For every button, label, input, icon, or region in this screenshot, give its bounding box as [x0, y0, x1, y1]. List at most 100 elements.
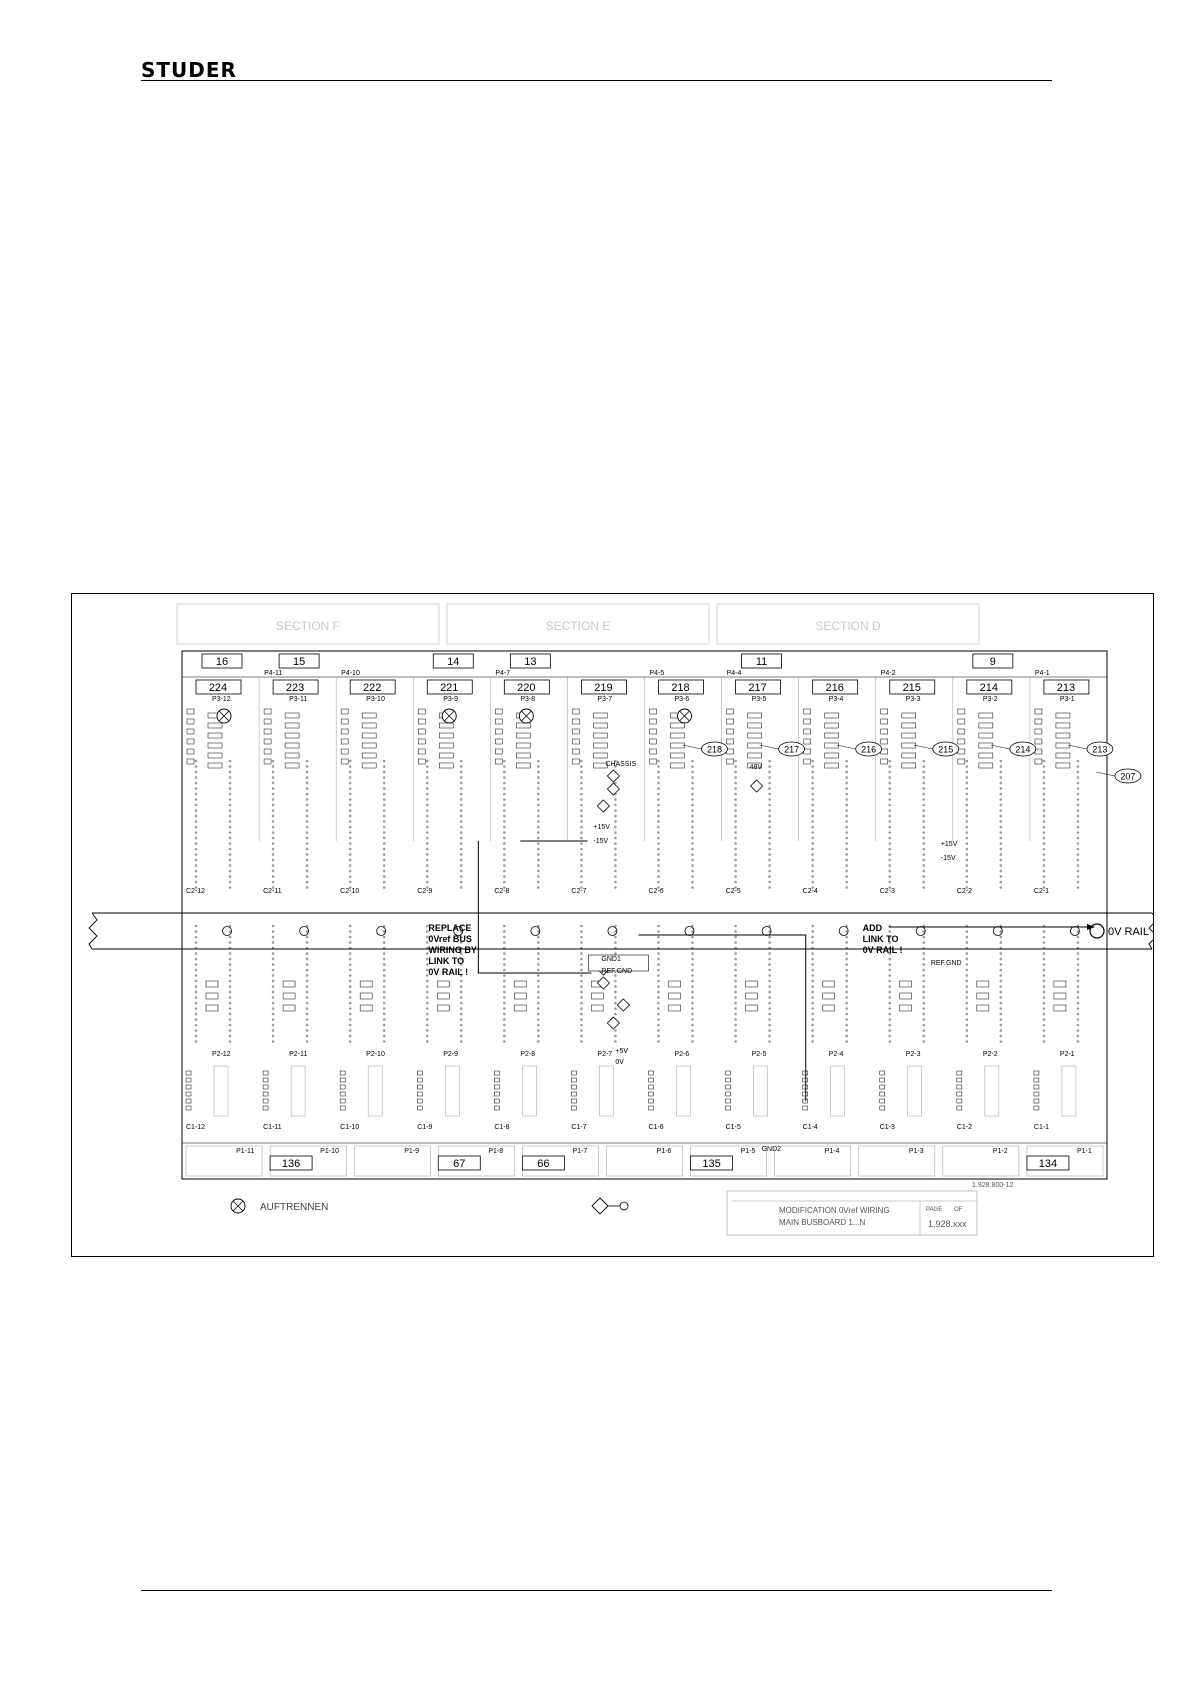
- pin-dot: [271, 787, 275, 790]
- pin-dot: [691, 1018, 694, 1021]
- pin-dot: [503, 941, 506, 944]
- pin-dot: [194, 1007, 198, 1010]
- jumper-pad: [572, 708, 580, 715]
- pin-dot: [382, 792, 386, 796]
- pin-dot: [734, 814, 737, 818]
- pin-dot: [425, 968, 429, 972]
- net-label-plus15: +15V: [593, 824, 610, 831]
- pin-dot: [348, 935, 352, 939]
- pin-dot: [459, 814, 463, 818]
- pin-dot: [537, 996, 540, 999]
- pin-dot: [228, 1034, 232, 1038]
- option-jumper: [514, 992, 527, 1000]
- jumper-pad: [803, 718, 811, 725]
- pin-dot: [999, 864, 1003, 867]
- pin-dot: [734, 1034, 737, 1038]
- pin-dot: [1076, 847, 1080, 851]
- pin-dot: [459, 842, 463, 845]
- jumper-pad: [284, 742, 300, 749]
- pin-dot: [228, 814, 232, 818]
- c1-connector-label: C1-7: [571, 1124, 586, 1131]
- pin-dot: [580, 968, 583, 972]
- pin-dot: [1042, 809, 1046, 812]
- pin-dot: [922, 858, 926, 862]
- connector-outline: [213, 1065, 229, 1117]
- p3-connector-label: P3-1: [1060, 696, 1075, 703]
- pin-dot: [459, 1023, 463, 1027]
- pin-dot: [1076, 781, 1080, 785]
- jumper-pad: [649, 718, 657, 725]
- p1-connector-frame: [353, 1145, 431, 1177]
- pin-dot: [922, 996, 926, 999]
- pin-dot: [271, 990, 275, 994]
- pin-dot: [382, 935, 386, 939]
- pin-dot: [657, 820, 660, 823]
- option-jumper: [822, 992, 835, 1000]
- option-jumper: [822, 980, 835, 988]
- pin-dot: [305, 831, 309, 834]
- pin-dot: [425, 924, 429, 928]
- pin-dot: [1042, 990, 1046, 994]
- pin-dot: [537, 765, 540, 768]
- pin-dot: [888, 853, 892, 856]
- jumper-pad: [880, 718, 888, 725]
- pin-dot: [1042, 974, 1046, 977]
- pin-dot: [425, 1018, 429, 1021]
- pin-pad: [262, 1105, 269, 1111]
- pin-dot: [691, 853, 694, 856]
- pin-dot: [768, 985, 771, 988]
- pin-dot: [459, 836, 463, 840]
- pin-dot: [845, 770, 848, 774]
- pin-dot: [768, 803, 771, 807]
- pin-dot: [537, 880, 540, 884]
- pin-dot: [580, 770, 583, 774]
- pin-dot: [768, 875, 771, 878]
- jumper-pad: [824, 712, 839, 719]
- pin-dot: [194, 759, 198, 763]
- pin-dot: [734, 820, 737, 823]
- pin-dot: [999, 781, 1003, 785]
- pin-dot: [459, 952, 463, 955]
- pin-dot: [657, 1029, 660, 1032]
- pin-dot: [305, 979, 309, 983]
- jumper-pad: [880, 728, 888, 735]
- section-frame: [176, 603, 440, 645]
- p3-connector-label: P3-11: [289, 696, 307, 703]
- pin-dot: [845, 952, 848, 955]
- jumper-pad: [516, 762, 531, 769]
- pin-dot: [888, 957, 892, 961]
- pin-dot: [657, 869, 660, 873]
- pin-dot: [768, 820, 771, 823]
- c1-connector-label: C1-9: [417, 1124, 432, 1131]
- pin-dot: [348, 1018, 352, 1021]
- pin-dot: [888, 990, 892, 994]
- wire-0vref: [477, 841, 592, 974]
- pin-dot: [580, 1012, 583, 1016]
- pin-dot: [965, 847, 969, 851]
- pin-pad: [879, 1070, 885, 1076]
- pin-dot: [305, 930, 309, 933]
- pin-dot: [691, 935, 694, 939]
- pin-dot: [888, 809, 892, 812]
- connector-outline: [907, 1065, 922, 1117]
- pin-dot: [305, 963, 309, 966]
- jumper-pad: [957, 718, 966, 725]
- top-module-label: 15: [293, 656, 305, 668]
- pin-dot: [425, 814, 429, 818]
- c2-connector-label: C2-1: [1034, 888, 1049, 895]
- pin-dot: [614, 798, 617, 801]
- pin-dot: [768, 781, 771, 785]
- pin-dot: [1042, 792, 1046, 796]
- pin-dot: [228, 836, 232, 840]
- option-jumper: [359, 992, 373, 1000]
- pin-dot: [348, 842, 352, 845]
- pin-pad: [262, 1091, 269, 1097]
- jumper-pad: [340, 758, 349, 765]
- pin-dot: [999, 787, 1003, 790]
- pin-dot: [888, 776, 892, 779]
- jumper-pad: [361, 762, 377, 769]
- pin-dot: [348, 963, 352, 966]
- add-link-arrowhead: [1087, 924, 1095, 930]
- pin-dot: [228, 990, 232, 994]
- pin-dot: [691, 957, 694, 961]
